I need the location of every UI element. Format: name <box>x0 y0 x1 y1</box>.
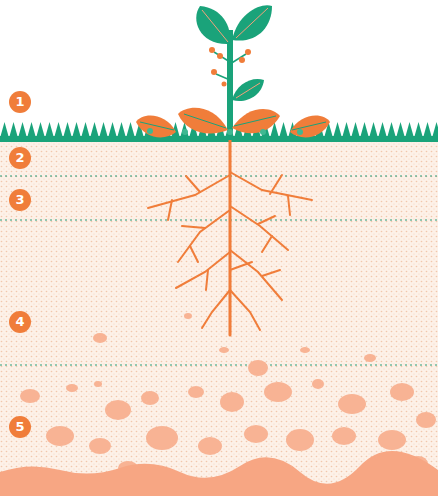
rocks <box>20 313 436 475</box>
callout-number: 5 <box>9 416 31 438</box>
roots <box>148 140 312 335</box>
callout-number: 3 <box>9 189 31 211</box>
bedrock-band <box>0 451 438 496</box>
callout-number: 4 <box>9 311 31 333</box>
callout-number: 2 <box>9 147 31 169</box>
horizon-lines <box>0 176 438 365</box>
callout-number: 1 <box>9 91 31 113</box>
soil-body <box>0 140 438 496</box>
ground-line <box>0 136 438 142</box>
plant <box>136 5 330 140</box>
